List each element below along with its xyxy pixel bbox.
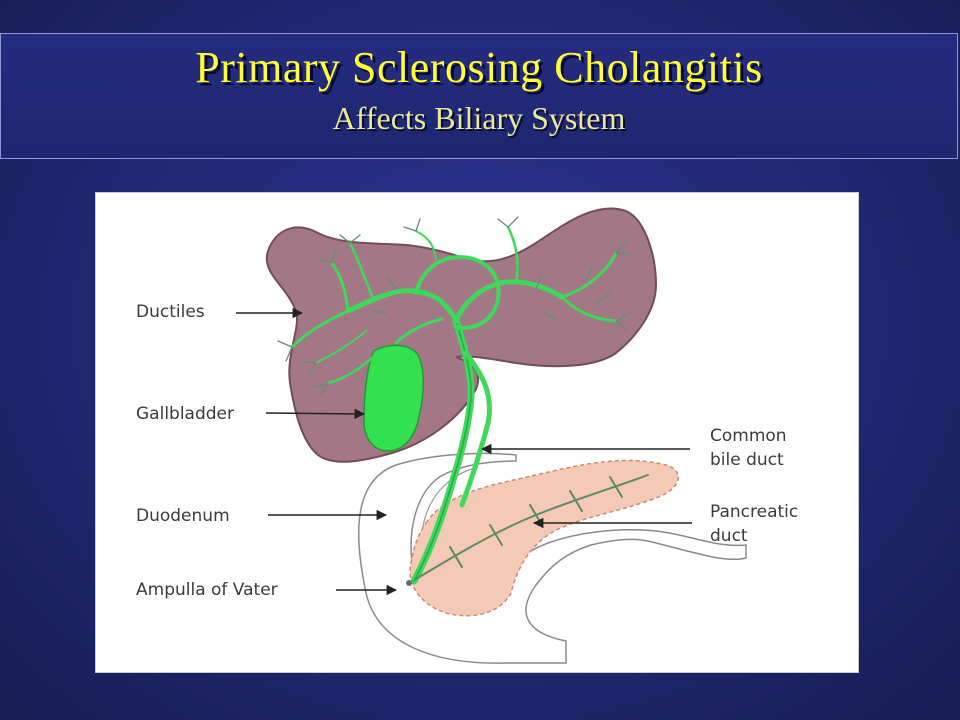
slide-title: Primary Sclerosing Cholangitis <box>195 43 763 92</box>
label-pancreatic-duct-line2: duct <box>710 526 748 546</box>
label-arrows <box>236 307 692 596</box>
anatomy-illustration <box>236 207 747 664</box>
pancreas-shape <box>409 459 680 617</box>
label-duodenum: Duodenum <box>136 506 230 526</box>
label-gallbladder: Gallbladder <box>136 404 234 424</box>
biliary-diagram: Ductiles Gallbladder Duodenum Ampulla of… <box>96 193 858 672</box>
label-common-bile-duct-line1: Common <box>710 426 787 446</box>
title-box: Primary Sclerosing Cholangitis Affects B… <box>0 33 958 159</box>
biliary-tree <box>290 225 618 585</box>
slide-subtitle: Affects Biliary System <box>332 100 626 136</box>
label-pancreatic-duct-line1: Pancreatic <box>710 502 799 522</box>
label-ampulla-of-vater: Ampulla of Vater <box>136 580 278 600</box>
ampulla-point <box>406 580 412 586</box>
label-ductiles: Ductiles <box>136 302 205 322</box>
ductile-branches <box>277 216 633 396</box>
label-common-bile-duct-line2: bile duct <box>710 450 784 470</box>
